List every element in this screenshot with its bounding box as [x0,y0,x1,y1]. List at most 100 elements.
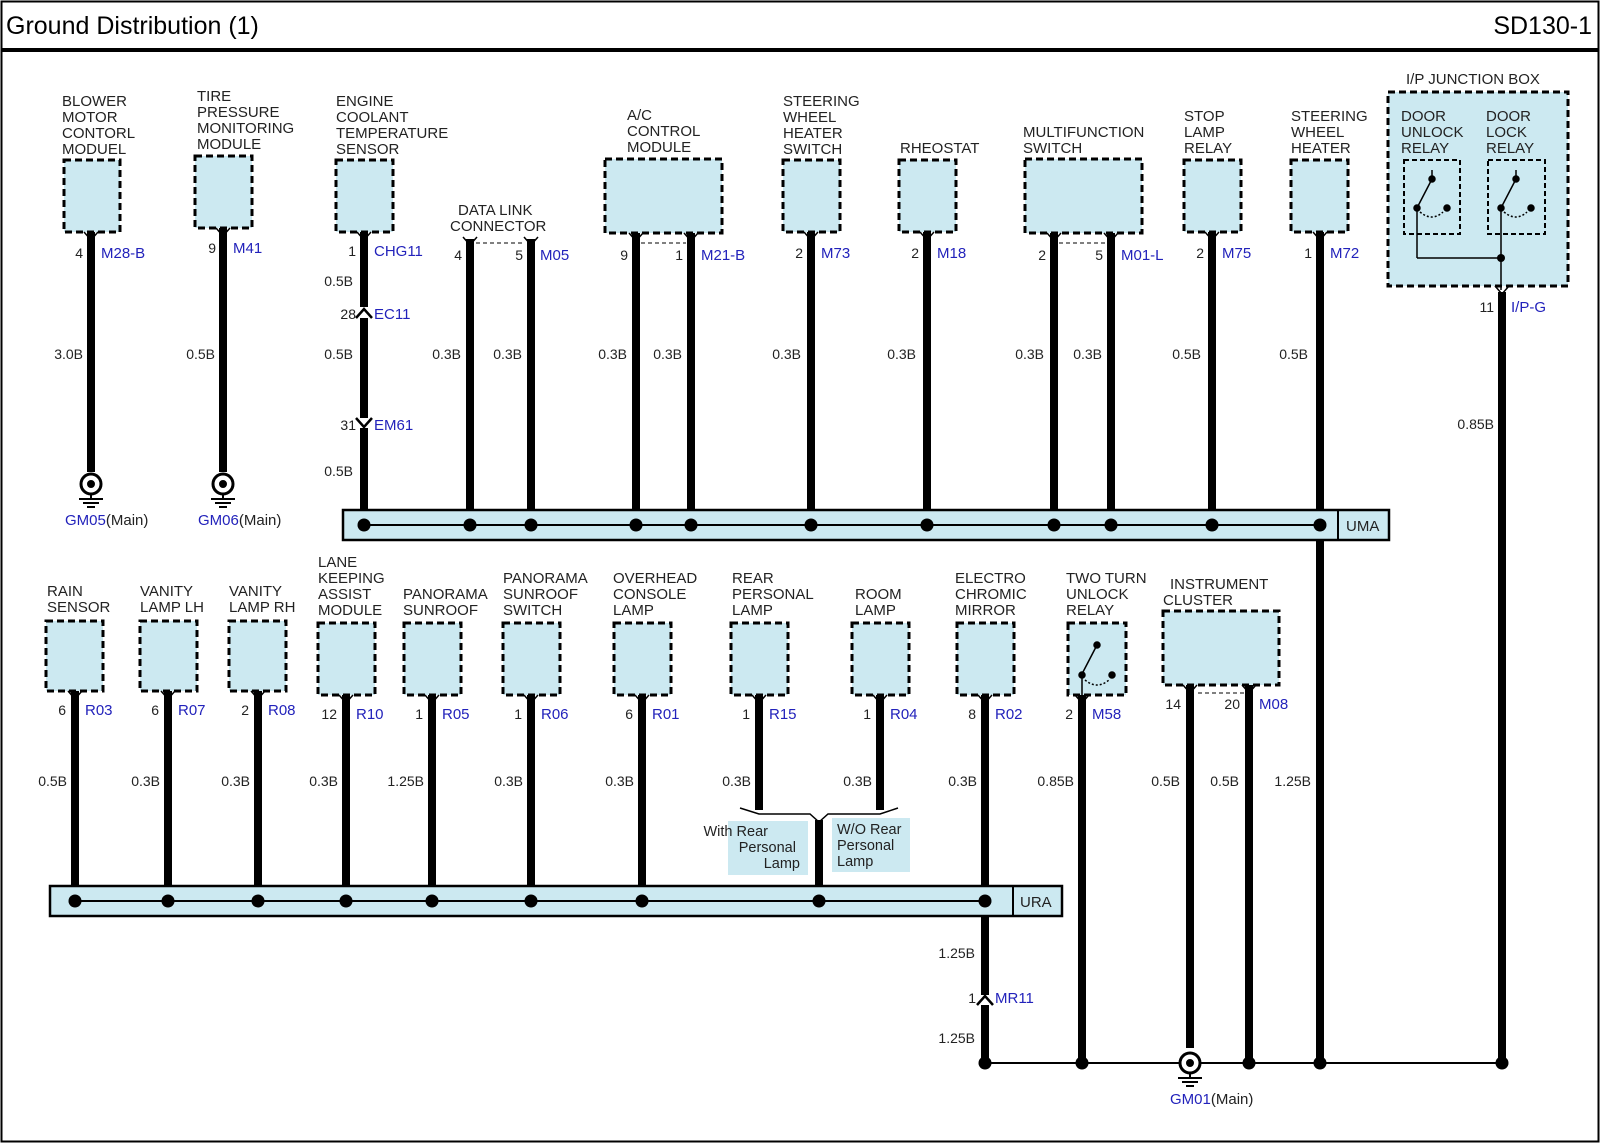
svg-text:EM61: EM61 [374,417,413,434]
bottom-component-boxes [44,609,1281,697]
svg-text:0.3B: 0.3B [1073,346,1102,362]
room-lamp-box [850,621,911,697]
svg-text:4: 4 [454,247,462,263]
svg-text:0.85B: 0.85B [1457,416,1494,432]
svg-text:W/O Rear Personal: W/O Rear Personal Lamp [837,822,905,870]
svg-text:2: 2 [241,702,249,718]
svg-text:0.5B: 0.5B [1279,346,1308,362]
connector-ties [476,242,1244,694]
svg-text:2: 2 [911,245,919,261]
bottom-wires [71,685,1253,1063]
svg-text:0.3B: 0.3B [493,346,522,362]
svg-text:A/C CONTROL MODULE: A/C CONTROL MODULE [627,107,704,156]
svg-text:0.5B: 0.5B [1172,346,1201,362]
svg-text:11: 11 [1479,299,1494,315]
multifunction-switch: MULTIFUNCTION SWITCH [1023,124,1144,235]
svg-text:URA: URA [1020,894,1052,911]
svg-text:BLOWER MOTOR CONTO: BLOWER MOTOR CONTORL MODUEL [62,93,139,158]
svg-text:3.0B: 3.0B [54,346,83,362]
svg-text:0.5B: 0.5B [324,346,353,362]
svg-text:M28-B: M28-B [101,245,145,262]
svg-text:5: 5 [1095,247,1103,263]
terminal-marks-bottom [67,684,1257,1006]
svg-text:M01-L: M01-L [1121,247,1164,264]
top-pin-numbers: 4 9 1 28 31 4 5 9 1 2 2 2 5 2 1 11 [75,240,1494,433]
svg-text:0.3B: 0.3B [653,346,682,362]
svg-text:0.5B: 0.5B [38,773,67,789]
top-wires [87,228,1506,1063]
svg-text:STOP LAMP RELAY: STOP LAMP RELAY [1184,108,1232,157]
svg-text:0.5B: 0.5B [1210,773,1239,789]
svg-text:0.5B: 0.5B [1151,773,1180,789]
svg-text:DOOR UNLOCK RELAY: DOOR UNLOCK RELAY DOOR LOCK RELAY [1401,108,1535,157]
svg-text:M18: M18 [937,245,966,262]
svg-text:0.3B: 0.3B [131,773,160,789]
svg-text:6: 6 [58,702,66,718]
ac-control-module: A/C CONTROL MODULE [603,107,724,235]
svg-text:0.3B: 0.3B [1015,346,1044,362]
ip-junction-box: I/P JUNCTION BOX DOOR UNLOCK RELAY DOOR … [1386,71,1570,290]
svg-text:0.85B: 0.85B [1037,773,1074,789]
svg-text:EC11: EC11 [374,306,410,323]
rear-lamp-option-branch [739,807,899,824]
ground-gm01-icon [1178,1051,1202,1087]
ground-gm05-icon [79,472,103,508]
svg-text:0.3B: 0.3B [605,773,634,789]
svg-text:9: 9 [208,240,216,256]
svg-text:8: 8 [968,706,976,722]
svg-text:M58: M58 [1092,706,1121,723]
svg-text:UMA: UMA [1346,518,1379,535]
tire-pressure-module: TIRE PRESSURE MONITORING MODULE [193,88,294,230]
svg-text:CHG11: CHG11 [374,243,423,260]
svg-text:0.5B: 0.5B [324,273,353,289]
door-unlock-relay-switch-icon [1413,170,1451,258]
svg-text:ENGINE COOLANT TEM: ENGINE COOLANT TEMPERATURE SENSOR [336,93,452,158]
svg-text:1: 1 [514,706,522,722]
instrument-cluster-box [1161,609,1281,687]
svg-text:6: 6 [151,702,159,718]
svg-text:1: 1 [348,243,356,259]
ground-gm06-label: GM06(Main) [198,512,281,529]
svg-text:1.25B: 1.25B [938,945,975,961]
steering-wheel-heater: STEERING WHEEL HEATER [1289,108,1372,234]
panorama-sunroof-box [402,621,463,697]
svg-text:12: 12 [321,706,337,722]
svg-text:2: 2 [1065,706,1073,722]
svg-text:STEERING WHEEL HEA: STEERING WHEEL HEATER [1291,108,1372,157]
svg-text:0.3B: 0.3B [772,346,801,362]
svg-text:0.5B: 0.5B [324,463,353,479]
svg-text:2: 2 [795,245,803,261]
svg-text:I/P JUNCTION BOX: I/P JUNCTION BOX [1406,71,1540,88]
svg-text:I/P-G: I/P-G [1511,299,1546,316]
panorama-sunroof-switch-box [501,621,562,697]
svg-text:0.3B: 0.3B [494,773,523,789]
page-title: Ground Distribution (1) [6,12,259,40]
steering-wheel-heater-switch: STEERING WHEEL HEATER SWITCH [781,93,860,234]
bottom-connector-ids: R03 R07 R08 R10 R05 R06 R01 R15 R04 R02 … [85,696,1288,1007]
svg-text:RHEOSTAT: RHEOSTAT [900,140,979,157]
svg-text:0.3B: 0.3B [598,346,627,362]
terminal-marks-top [83,227,1510,429]
vanity-lamp-rh-box [227,619,288,693]
data-link-connector: DATA LINK CONNECTOR [450,202,547,235]
rain-sensor-box [44,619,105,693]
svg-text:20: 20 [1224,696,1240,712]
stop-lamp-relay: STOP LAMP RELAY [1182,108,1243,234]
svg-text:R07: R07 [178,702,206,719]
svg-text:R06: R06 [541,706,569,723]
svg-text:R08: R08 [268,702,296,719]
svg-text:R01: R01 [652,706,680,723]
svg-text:M41: M41 [233,240,262,257]
svg-text:M73: M73 [821,245,850,262]
svg-text:0.3B: 0.3B [432,346,461,362]
svg-text:1: 1 [742,706,750,722]
svg-text:1: 1 [415,706,423,722]
